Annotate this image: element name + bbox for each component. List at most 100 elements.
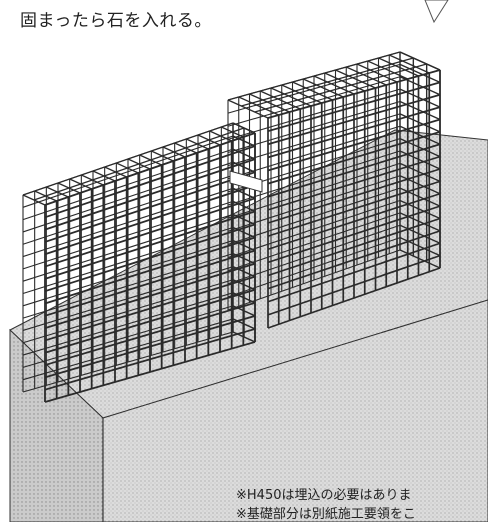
- wire: [270, 87, 312, 107]
- wire: [227, 187, 401, 245]
- wire: [399, 88, 441, 108]
- wire: [232, 135, 256, 147]
- wire: [44, 236, 256, 305]
- wire: [22, 305, 234, 368]
- note-embedding: ※H450は埋込の必要はありま: [236, 488, 412, 503]
- wire: [267, 131, 441, 185]
- wire: [232, 239, 256, 252]
- wire: [399, 187, 441, 207]
- wire: [44, 288, 256, 354]
- wire: [232, 161, 256, 173]
- wire: [44, 223, 256, 293]
- wire: [227, 224, 401, 285]
- wire: [44, 328, 256, 391]
- wire: [22, 187, 234, 258]
- wire: [378, 57, 419, 77]
- wire: [44, 249, 256, 317]
- wire: [267, 254, 441, 316]
- wire: [267, 192, 441, 251]
- wire: [44, 197, 256, 268]
- callout-pointer-icon: [424, 0, 449, 24]
- wire: [227, 249, 401, 311]
- wire: [227, 175, 401, 232]
- wire: [399, 212, 441, 232]
- wire: [399, 76, 441, 96]
- wire: [22, 279, 234, 344]
- wire: [267, 267, 441, 329]
- wire: [227, 113, 401, 167]
- note-foundation: ※基礎部分は別紙施工要領をこ: [236, 507, 416, 522]
- wire: [267, 230, 441, 290]
- wire: [335, 69, 376, 89]
- wire: [44, 315, 256, 379]
- wire: [227, 125, 401, 180]
- wire: [232, 279, 256, 291]
- wire: [44, 145, 256, 219]
- wire: [267, 143, 441, 198]
- wire: [399, 51, 441, 71]
- wire: [22, 161, 234, 233]
- foundation-front-face: [9, 328, 104, 522]
- wire: [399, 224, 441, 244]
- wire: [399, 100, 441, 121]
- wire: [399, 113, 441, 133]
- wire: [22, 226, 234, 295]
- wire: [232, 148, 256, 160]
- wire: [44, 301, 256, 366]
- wire: [249, 93, 290, 113]
- wire: [259, 90, 301, 110]
- wire: [324, 72, 366, 92]
- wire: [227, 99, 269, 119]
- wire: [22, 253, 234, 319]
- wire: [292, 81, 333, 101]
- wire: [227, 76, 401, 127]
- wire: [267, 242, 441, 303]
- wire: [254, 63, 427, 113]
- wire: [22, 148, 234, 221]
- wire: [22, 266, 234, 331]
- wire: [227, 88, 401, 140]
- wire: [267, 93, 441, 146]
- wire: [232, 305, 256, 317]
- wire: [227, 150, 401, 206]
- wire: [44, 210, 256, 280]
- wire: [399, 137, 441, 158]
- wire: [232, 266, 256, 278]
- wire: [232, 226, 256, 239]
- wire: [227, 162, 401, 219]
- wire: [238, 96, 280, 116]
- wire: [302, 78, 344, 98]
- wire: [22, 240, 234, 307]
- wire: [388, 54, 430, 74]
- wire: [44, 275, 256, 342]
- wire: [22, 213, 234, 282]
- wire: [22, 318, 234, 381]
- wire: [33, 127, 245, 201]
- wire: [232, 187, 256, 199]
- wire: [367, 60, 409, 80]
- wire: [267, 69, 441, 119]
- wire: [356, 63, 398, 83]
- wire: [267, 118, 441, 172]
- wire: [232, 213, 256, 226]
- wire: [22, 331, 234, 393]
- wire: [267, 217, 441, 277]
- wire: [232, 331, 256, 343]
- wire: [227, 199, 401, 259]
- wire: [232, 200, 256, 213]
- instruction-caption: 固まったら石を入れる。: [20, 11, 212, 31]
- wire: [399, 162, 441, 183]
- wire: [267, 180, 441, 237]
- wire: [399, 175, 441, 195]
- wire: [22, 135, 234, 208]
- wire: [241, 57, 414, 107]
- wire: [232, 122, 256, 134]
- wire: [399, 150, 441, 170]
- wire: [22, 174, 234, 245]
- label-tag-icon: [229, 170, 263, 193]
- wire: [267, 81, 441, 132]
- wire: [232, 318, 256, 330]
- wire: [227, 100, 401, 154]
- wire: [44, 262, 256, 329]
- wire: [44, 171, 256, 243]
